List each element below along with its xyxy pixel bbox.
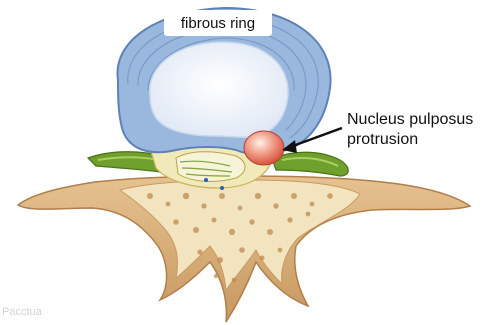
protrusion-bulge [244, 131, 284, 165]
right-nerve-root [272, 152, 348, 176]
callout-line-2: protrusion [347, 130, 473, 150]
fibrous-ring-label: fibrous ring [164, 10, 272, 36]
protrusion-callout: Nucleus pulposus protrusion [347, 110, 473, 150]
nucleus-pulposus [150, 42, 288, 137]
watermark: Pacctua [2, 306, 42, 318]
spinal-cord [176, 152, 245, 182]
fibrous-ring-text: fibrous ring [181, 15, 255, 32]
callout-line-1: Nucleus pulposus [347, 110, 473, 130]
vessel-dot [204, 178, 208, 182]
vessel-dot [220, 186, 224, 190]
